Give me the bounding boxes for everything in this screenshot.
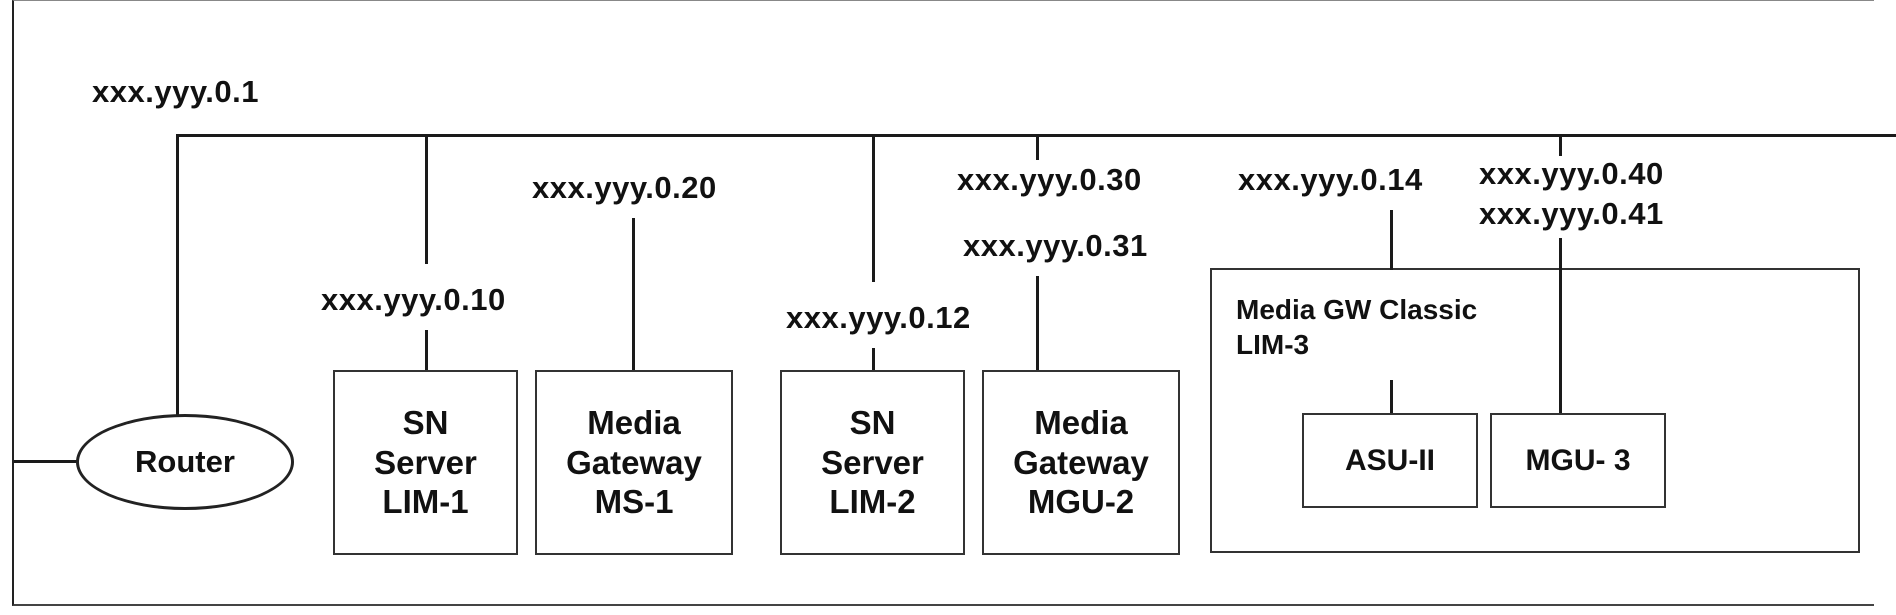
- sn-lim-1-link-upper: [425, 134, 428, 264]
- sn-lim-2-link-upper: [872, 134, 875, 282]
- mg-ms-1-ip: xxx.yyy.0.20: [532, 170, 717, 205]
- sn-lim-2-ip: xxx.yyy.0.12: [786, 300, 971, 335]
- sn-lim-1-line-3: LIM-1: [382, 483, 469, 521]
- asu-ip: xxx.yyy.0.14: [1238, 162, 1423, 197]
- sn-lim-1-box: SN Server LIM-1: [333, 370, 518, 555]
- mg-mgu-2-ip-1: xxx.yyy.0.30: [957, 162, 1142, 197]
- mg-mgu-2-line-2: Gateway: [1013, 443, 1149, 481]
- sn-lim-2-line-2: Server: [821, 443, 924, 481]
- sn-lim-2-box: SN Server LIM-2: [780, 370, 965, 555]
- asu-link-upper: [1390, 210, 1393, 270]
- mgu-3-box: MGU- 3: [1490, 413, 1666, 508]
- router-ip: xxx.yyy.0.1: [92, 74, 259, 109]
- classic-title-line-1: Media GW Classic: [1236, 294, 1478, 325]
- mg-ms-1-line-3: MS-1: [594, 483, 674, 521]
- router-label: Router: [135, 444, 235, 479]
- mgu-3-label: MGU- 3: [1525, 443, 1631, 477]
- mg-mgu-2-link-lower: [1036, 276, 1039, 372]
- sn-lim-2-link-lower: [872, 348, 875, 372]
- mgu-3-link-upper: [1559, 134, 1562, 156]
- mg-mgu-2-box: Media Gateway MGU-2: [982, 370, 1180, 555]
- classic-title-line-2: LIM-3: [1236, 329, 1310, 360]
- asu-box: ASU-II: [1302, 413, 1478, 508]
- mg-mgu-2-line-3: MGU-2: [1027, 483, 1135, 521]
- sn-lim-1-line-2: Server: [374, 443, 477, 481]
- router-uplink: [176, 134, 179, 416]
- mg-mgu-2-link-upper: [1036, 134, 1039, 160]
- classic-group-box: Media GW Classic LIM-3: [1210, 268, 1860, 553]
- mg-ms-1-box: Media Gateway MS-1: [535, 370, 733, 555]
- mgu-3-ip-1: xxx.yyy.0.40: [1479, 156, 1664, 191]
- asu-link-lower: [1390, 380, 1393, 415]
- sn-lim-2-line-1: SN: [849, 404, 896, 442]
- sn-lim-1-link-lower: [425, 330, 428, 372]
- asu-label: ASU-II: [1345, 443, 1435, 477]
- sn-lim-1-ip: xxx.yyy.0.10: [321, 282, 506, 317]
- mg-ms-1-link: [632, 218, 635, 372]
- router: Router: [76, 414, 294, 510]
- mg-mgu-2-line-1: Media: [1034, 404, 1128, 442]
- sn-lim-1-line-1: SN: [402, 404, 449, 442]
- mg-ms-1-line-1: Media: [587, 404, 681, 442]
- sn-lim-2-line-3: LIM-2: [829, 483, 916, 521]
- mgu-3-ip-2: xxx.yyy.0.41: [1479, 196, 1664, 231]
- mg-mgu-2-ip-2: xxx.yyy.0.31: [963, 228, 1148, 263]
- diagram-frame: [12, 0, 1874, 606]
- router-wan-link: [14, 460, 78, 463]
- classic-group-title: Media GW Classic LIM-3: [1236, 292, 1477, 362]
- mgu-3-link-lower: [1559, 238, 1562, 414]
- mg-ms-1-line-2: Gateway: [566, 443, 702, 481]
